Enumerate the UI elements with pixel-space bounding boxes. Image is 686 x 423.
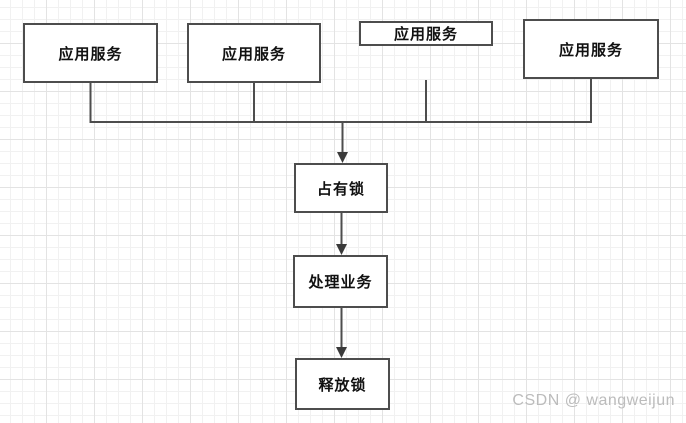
arrow-down-head [337, 152, 348, 163]
node-label: 应用服务 [58, 45, 123, 63]
node-label: 占有锁 [316, 180, 365, 198]
arrow-down-head [336, 347, 347, 358]
node-label: 应用服务 [221, 45, 286, 63]
node-label: 处理业务 [308, 274, 373, 291]
node-label: 释放锁 [318, 376, 367, 394]
node-label: 应用服务 [393, 26, 458, 43]
node-occupy-lock: 占有锁 [294, 163, 388, 213]
node-app-service-3: 应用服务 [359, 21, 493, 46]
node-app-service-2: 应用服务 [187, 23, 321, 83]
node-process-business: 处理业务 [293, 255, 388, 308]
arrow-down-head [336, 244, 347, 255]
node-app-service-4: 应用服务 [523, 19, 659, 79]
node-release-lock: 释放锁 [295, 358, 390, 410]
csdn-watermark: CSDN @ wangweijun [512, 392, 675, 409]
node-label: 应用服务 [558, 41, 623, 59]
node-app-service-1: 应用服务 [23, 23, 158, 83]
